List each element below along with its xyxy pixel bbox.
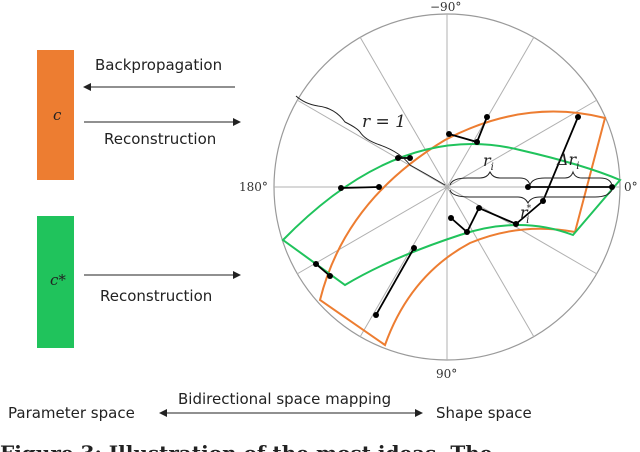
ri-brace: [449, 170, 531, 186]
ri-star-label: r*i: [520, 203, 532, 226]
mapping-label: Bidirectional space mapping: [178, 390, 391, 408]
ri-label: ri: [483, 151, 494, 173]
delta-ri-label: Δri: [556, 150, 579, 172]
box-c-symbol: c: [53, 106, 62, 124]
parameter-box-c: [37, 50, 74, 180]
deg-top-label: −90°: [430, 0, 461, 14]
backprop-label: Backpropagation: [95, 56, 222, 74]
deg-bottom-label: 90°: [436, 367, 457, 381]
r-equals-one-label: r = 1: [362, 112, 406, 132]
green-region: [281, 143, 622, 287]
parameter-space-label: Parameter space: [8, 404, 135, 422]
deg-left-label: 180°: [239, 180, 268, 194]
reconstruction-label-top: Reconstruction: [104, 130, 216, 148]
orange-region: [318, 110, 607, 347]
deg-right-label: 0°: [624, 180, 638, 194]
r-brace: [295, 95, 446, 186]
parameter-box-c-star: [37, 216, 74, 348]
shape-space-label: Shape space: [436, 404, 532, 422]
reconstruction-label-bottom: Reconstruction: [100, 287, 212, 305]
ri-star-brace: [449, 189, 613, 205]
delta-ri-brace: [529, 170, 613, 186]
caption-fragment: Figure 3: Illustration of the most ideas…: [0, 441, 493, 452]
box-c-star-symbol: c*: [50, 271, 66, 289]
black-points: [313, 114, 615, 318]
